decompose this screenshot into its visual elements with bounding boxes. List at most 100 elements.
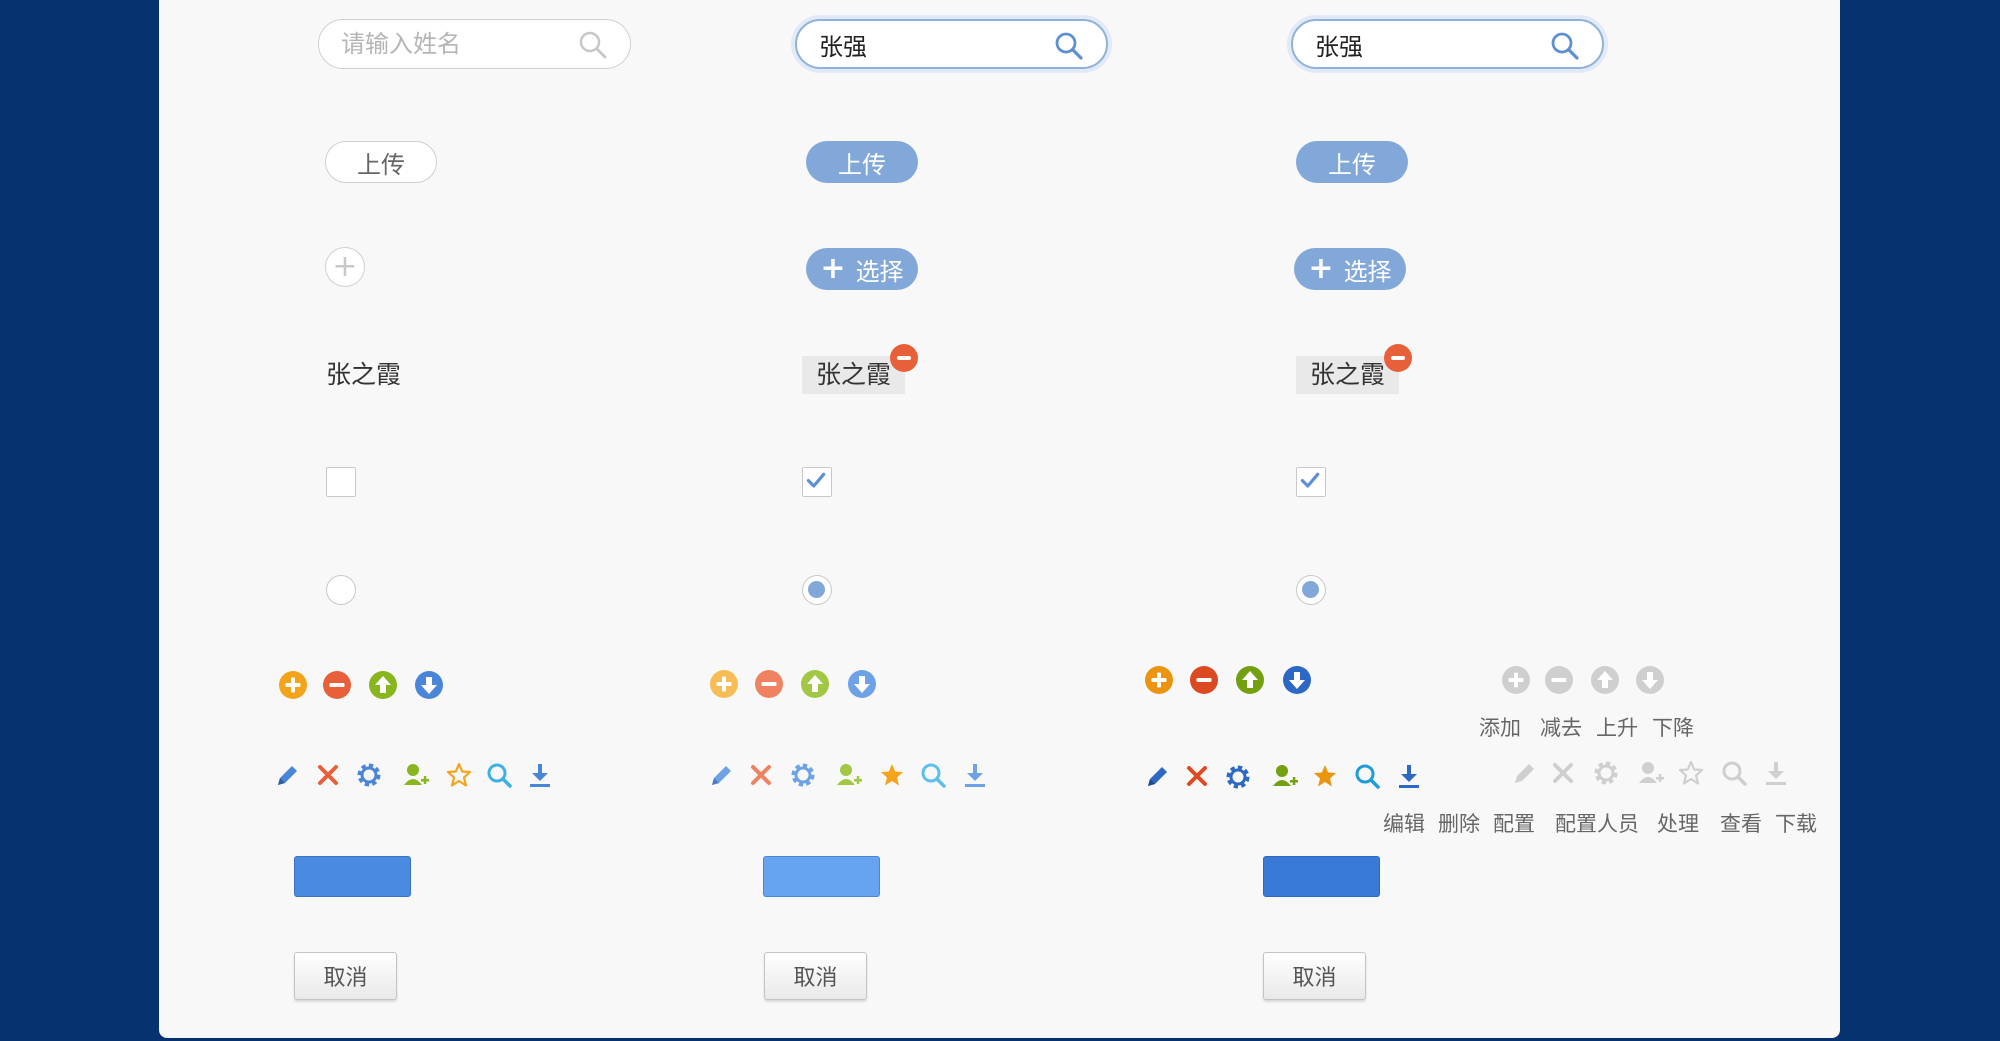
search-box-active[interactable] <box>1291 19 1604 69</box>
view-label: 查看 <box>1720 812 1762 836</box>
person-name: 张之霞 <box>1310 360 1386 389</box>
radio-selected[interactable] <box>1296 575 1326 605</box>
gear-icon[interactable] <box>789 761 817 789</box>
select-label: 选择 <box>1343 257 1392 286</box>
radio-selected[interactable] <box>802 575 832 605</box>
content-panel: 上传 上传 上传 + + 选择 + 选择 张之霞 张之霞 张之霞 <box>159 0 1840 1038</box>
delete-icon <box>1553 763 1573 783</box>
select-button-active[interactable]: + 选择 <box>1294 248 1406 290</box>
gear-icon[interactable] <box>355 761 383 789</box>
delete-icon[interactable] <box>1183 762 1211 790</box>
select-label: 选择 <box>855 257 904 286</box>
add-icon <box>1502 666 1530 694</box>
search-box-focused[interactable] <box>795 19 1108 69</box>
edit-label: 编辑 <box>1383 812 1425 836</box>
search-input-focused[interactable] <box>819 30 1039 58</box>
person-tag-active: 张之霞 <box>1296 344 1413 394</box>
star-icon[interactable] <box>445 761 473 789</box>
subtract-icon[interactable] <box>1190 666 1218 694</box>
upload-button-normal[interactable]: 上传 <box>325 141 437 183</box>
subtract-icon <box>1545 666 1573 694</box>
primary-button-active[interactable] <box>1263 856 1380 897</box>
delete-icon[interactable] <box>314 761 342 789</box>
upload-label: 上传 <box>357 150 405 179</box>
primary-button-hover[interactable] <box>763 856 880 897</box>
down-label: 下降 <box>1652 716 1694 740</box>
arrow-up-icon[interactable] <box>369 671 397 699</box>
arrow-up-icon <box>1591 666 1619 694</box>
delete-label: 删除 <box>1438 812 1480 836</box>
plus-icon: + <box>332 249 358 284</box>
search-icon[interactable] <box>578 30 608 60</box>
checkbox-checked[interactable] <box>802 467 832 497</box>
add-label: 添加 <box>1479 716 1521 740</box>
person-name: 张之霞 <box>816 360 892 389</box>
add-circle-button[interactable]: + <box>325 247 365 287</box>
star-icon[interactable] <box>878 761 906 789</box>
cancel-button-active[interactable]: 取消 <box>1263 952 1366 1000</box>
search-icon[interactable] <box>485 761 513 789</box>
star-icon[interactable] <box>1311 762 1339 790</box>
select-button-hover[interactable]: + 选择 <box>806 248 918 290</box>
subtract-icon[interactable] <box>323 671 351 699</box>
check-icon <box>1300 472 1320 488</box>
search-icon[interactable] <box>1054 31 1084 61</box>
add-user-icon[interactable] <box>835 761 863 789</box>
config-people-label: 配置人员 <box>1555 812 1639 836</box>
star-icon <box>1678 760 1704 785</box>
pencil-icon[interactable] <box>273 761 301 789</box>
arrow-down-icon[interactable] <box>1283 666 1311 694</box>
search-icon[interactable] <box>1353 762 1381 790</box>
upload-button-hover[interactable]: 上传 <box>806 141 918 183</box>
plus-icon: + <box>820 251 846 286</box>
arrow-down-icon <box>1636 666 1664 694</box>
add-user-icon <box>1639 762 1664 783</box>
search-input-active[interactable] <box>1315 30 1535 58</box>
upload-button-active[interactable]: 上传 <box>1296 141 1408 183</box>
arrow-up-icon[interactable] <box>1236 666 1264 694</box>
upload-label: 上传 <box>1328 150 1376 179</box>
checkbox-checked[interactable] <box>1296 467 1326 497</box>
remove-icon[interactable] <box>890 344 919 372</box>
download-label: 下载 <box>1775 812 1817 836</box>
gear-icon <box>1594 761 1618 785</box>
plus-icon: + <box>1308 251 1334 286</box>
gear-icon[interactable] <box>1224 763 1252 791</box>
search-input-normal[interactable] <box>341 30 561 58</box>
checkbox-unchecked[interactable] <box>326 467 356 497</box>
download-icon <box>1766 762 1786 785</box>
arrow-up-icon[interactable] <box>801 670 829 698</box>
search-icon <box>1722 761 1747 786</box>
add-user-icon[interactable] <box>1271 762 1299 790</box>
remove-icon[interactable] <box>1384 344 1413 372</box>
cancel-button-normal[interactable]: 取消 <box>294 952 397 1000</box>
person-tag-hover: 张之霞 <box>802 344 919 394</box>
search-icon[interactable] <box>1550 31 1580 61</box>
download-icon[interactable] <box>1395 762 1423 790</box>
add-icon[interactable] <box>279 671 307 699</box>
arrow-down-icon[interactable] <box>848 670 876 698</box>
person-tag-normal: 张之霞 <box>326 356 401 394</box>
radio-unselected[interactable] <box>326 575 356 605</box>
upload-label: 上传 <box>838 150 886 179</box>
add-icon[interactable] <box>710 670 738 698</box>
primary-button-normal[interactable] <box>294 856 411 897</box>
cancel-button-hover[interactable]: 取消 <box>764 952 867 1000</box>
person-name: 张之霞 <box>326 360 402 389</box>
search-box-normal[interactable] <box>318 19 631 69</box>
download-icon[interactable] <box>961 761 989 789</box>
search-icon[interactable] <box>919 761 947 789</box>
delete-icon[interactable] <box>747 761 775 789</box>
add-icon[interactable] <box>1145 666 1173 694</box>
pencil-icon[interactable] <box>1143 762 1171 790</box>
download-icon[interactable] <box>526 761 554 789</box>
cancel-label: 取消 <box>1292 966 1337 991</box>
check-icon <box>806 472 826 488</box>
cancel-label: 取消 <box>793 966 838 991</box>
subtract-icon[interactable] <box>755 670 783 698</box>
arrow-down-icon[interactable] <box>415 671 443 699</box>
pencil-icon[interactable] <box>707 761 735 789</box>
add-user-icon[interactable] <box>402 761 430 789</box>
subtract-label: 减去 <box>1540 716 1582 740</box>
pencil-icon <box>1515 764 1534 783</box>
